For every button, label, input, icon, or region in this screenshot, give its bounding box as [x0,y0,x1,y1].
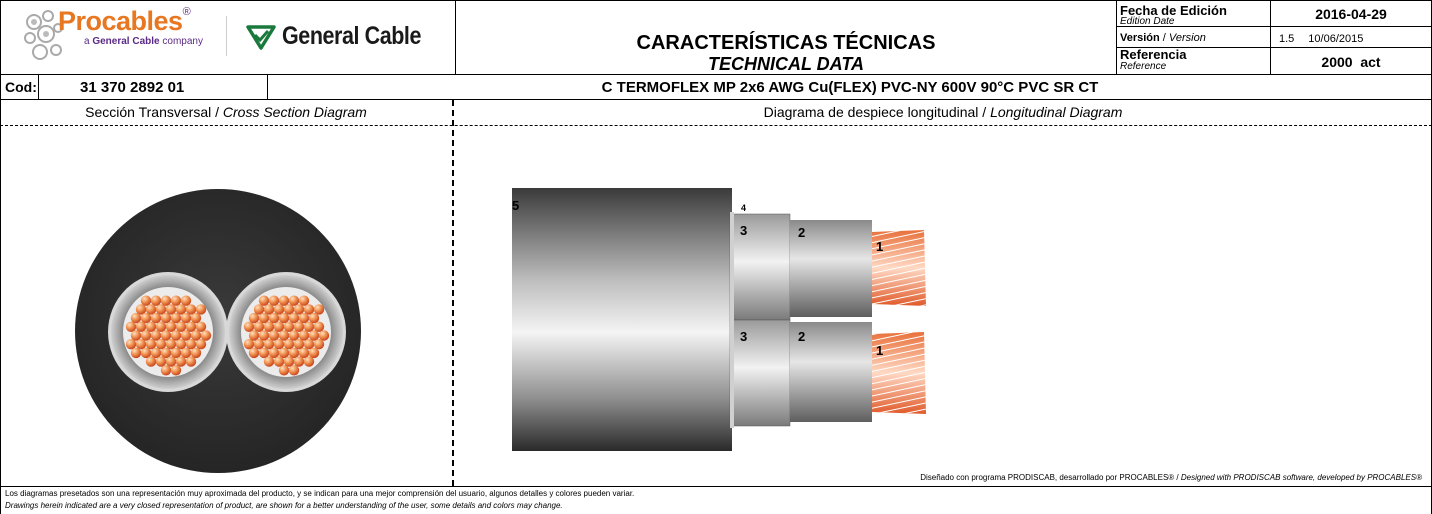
label-insulation-top: 2 [798,225,805,240]
logo-brand: Procables [58,6,183,36]
code-label: Cod: [5,79,37,95]
conductor-left [108,272,228,392]
reference-label-en: Reference [1120,61,1167,72]
label-conductor-top: 1 [876,239,883,254]
longitudinal-heading: Diagrama de despiece longitudinal / Long… [763,104,1123,120]
jacket-segment [512,188,732,451]
disclaimer-en: Drawings herein indicated are a very clo… [5,501,563,510]
procables-logo: Procables® a General Cable company [22,6,222,66]
logo-tagline: a General Cable company [84,36,203,47]
disclaimer-es: Los diagramas presetados son una represe… [5,489,635,498]
general-cable-check-icon [246,25,276,50]
cross-section-heading: Sección Transversal / Cross Section Diag… [85,104,367,120]
procables-bubbles-icon [24,10,63,60]
edition-label: Fecha de Edición [1120,3,1227,18]
document-subtitle: TECHNICAL DATA [708,54,864,74]
edition-date: 2016-04-29 [1315,6,1387,22]
reference-value: 2000 act [1321,54,1381,70]
label-insulation-bottom: 2 [798,329,805,344]
product-code: 31 370 2892 01 [80,79,185,96]
label-conductor-bottom: 1 [876,343,883,358]
partner-name: General Cable [282,22,422,50]
logo-registered: ® [182,6,191,18]
document-title: CARACTERÍSTICAS TÉCNICAS [636,32,936,54]
label-nylon-bottom: 3 [740,329,747,344]
software-credit: Diseñado con programa PRODISCAB, desarro… [920,473,1422,482]
top-core [729,213,926,321]
label-tape: 4 [741,203,746,213]
label-jacket: 5 [512,198,519,213]
label-nylon-top: 3 [740,223,747,238]
reference-label: Referencia [1120,47,1187,62]
edition-label-en: Edition Date [1120,16,1175,27]
longitudinal-diagram: 5 4 3 2 1 3 2 1 [512,188,926,451]
cross-section-diagram [75,189,361,473]
product-description: C TERMOFLEX MP 2x6 AWG Cu(FLEX) PVC-NY 6… [601,79,1099,96]
version-label: Versión / Version [1120,32,1206,44]
general-cable-logo: General Cable [246,22,446,54]
bottom-core [729,319,926,427]
conductor-right [226,272,346,392]
